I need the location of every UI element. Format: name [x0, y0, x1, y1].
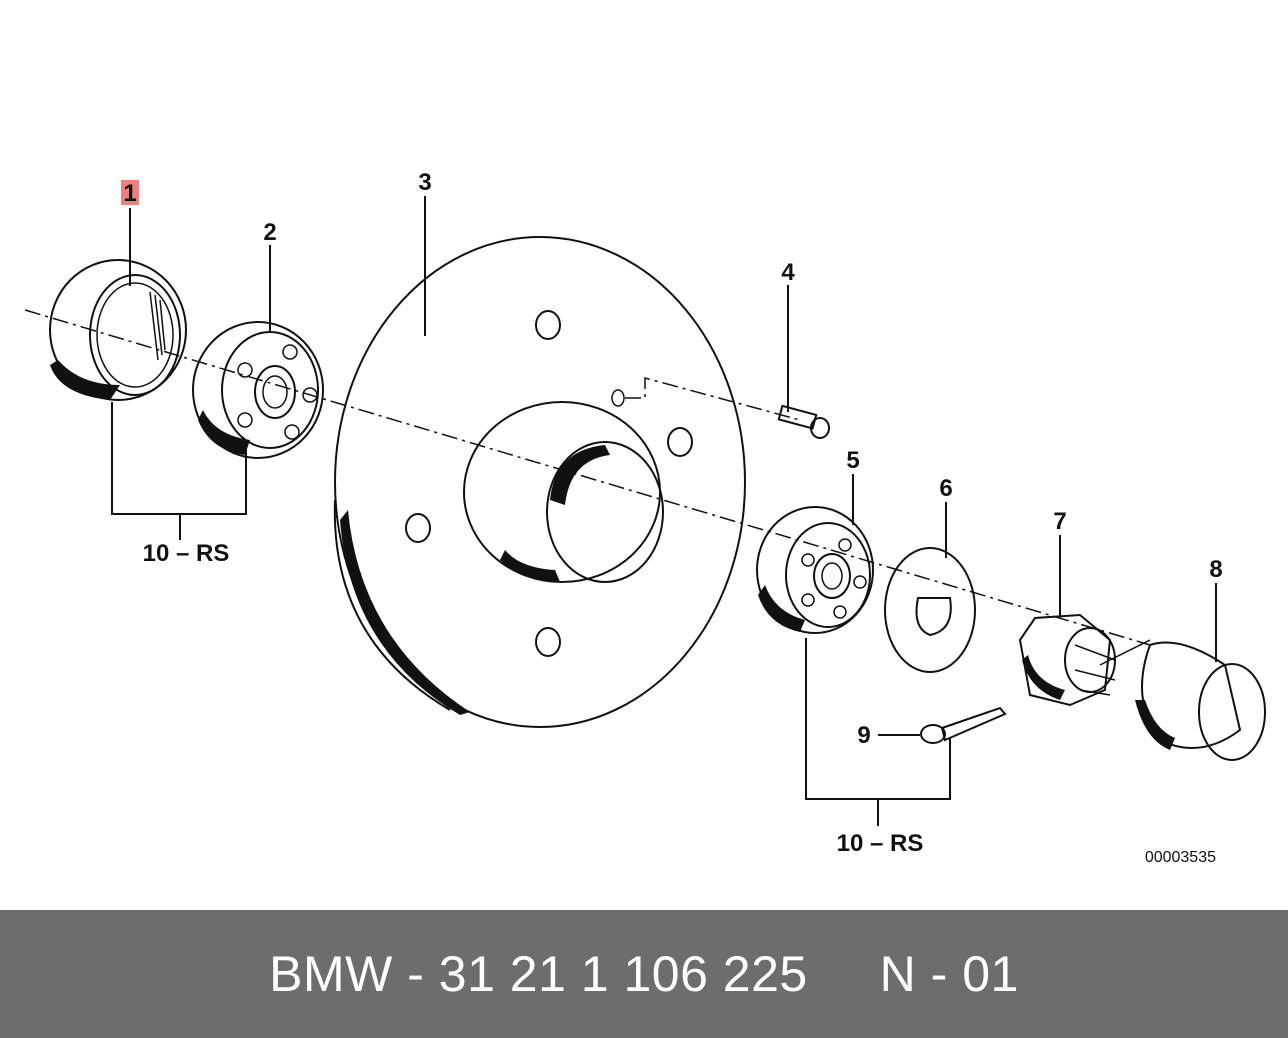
- axis-line: [24, 309, 1151, 646]
- part-6-washer: [884, 547, 976, 673]
- reference-number: 00003535: [1145, 849, 1216, 866]
- parts-diagram: 1 2 3 4 5 6 7 8 9 10 – RS 10 – RS 000035…: [24, 169, 1266, 866]
- callout-9[interactable]: 9: [857, 722, 870, 749]
- callout-3[interactable]: 3: [418, 169, 431, 196]
- callout-7[interactable]: 7: [1053, 508, 1066, 535]
- part-number-text: BMW - 31 21 1 106 225 N - 01: [269, 946, 1019, 1002]
- part-9-split-pin: [920, 706, 1007, 744]
- part-8-dust-cap: [1099, 639, 1266, 761]
- leader-lines: [111, 196, 1217, 826]
- kit-label-left: 10 – RS: [143, 540, 230, 567]
- callout-1[interactable]: 1: [123, 180, 136, 207]
- exploded-view-drawing: 1 2 3 4 5 6 7 8 9 10 – RS 10 – RS 000035…: [24, 169, 1266, 866]
- part-1-seal: [49, 259, 187, 401]
- callout-1-highlight: [121, 180, 139, 205]
- callout-5[interactable]: 5: [846, 447, 859, 474]
- part-2-bearing: [192, 321, 324, 459]
- part-4-bolt: [625, 377, 830, 439]
- callout-4[interactable]: 4: [781, 259, 795, 286]
- callout-8[interactable]: 8: [1209, 556, 1222, 583]
- part-5-bearing: [756, 506, 874, 634]
- callout-6[interactable]: 6: [939, 475, 952, 502]
- part-3-hub-disc: [333, 236, 746, 728]
- part-number-bar: BMW - 31 21 1 106 225 N - 01: [0, 910, 1288, 1038]
- callout-2[interactable]: 2: [263, 219, 276, 246]
- part-7-castle-nut: [1018, 613, 1116, 707]
- kit-label-right: 10 – RS: [837, 830, 924, 857]
